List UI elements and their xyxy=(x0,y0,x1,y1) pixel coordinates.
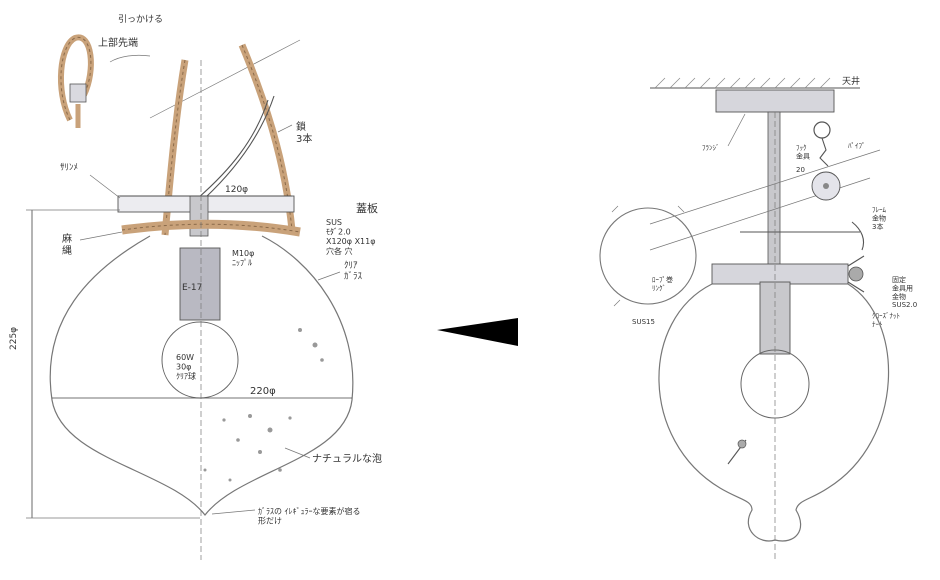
bulb xyxy=(161,321,239,399)
rope-end-loop xyxy=(57,34,94,128)
glass-label: ｸﾘｱｶﾞﾗｽ xyxy=(344,260,363,282)
rope-label: 麻縄 xyxy=(62,232,72,257)
glass-shade xyxy=(49,235,354,516)
ceiling-flange xyxy=(715,89,835,113)
collar-band xyxy=(711,263,849,285)
width-dim: 220φ xyxy=(250,386,276,397)
pipe-label: ﾊﾟｲﾌﾟ xyxy=(848,142,866,150)
cord-dim: 120φ xyxy=(225,185,248,195)
pipe xyxy=(767,111,781,283)
rope-wrap xyxy=(121,219,301,237)
flange-label: ﾌﾗﾝｼﾞ xyxy=(702,144,720,152)
small-clip xyxy=(727,439,747,465)
hook-note: 引っかける xyxy=(118,14,163,25)
fixing-clamp xyxy=(847,255,865,293)
socket-label: E-17 xyxy=(182,283,202,293)
direction-arrow xyxy=(437,318,518,346)
tip-note: ｶﾞﾗｽの ｲﾚｷﾞｭﾗｰな要素が宿る形だけ xyxy=(258,506,361,526)
height-dim: 225φ xyxy=(9,327,19,350)
ceiling-label: 天井 xyxy=(842,75,860,87)
clamp-label: SUS15 xyxy=(632,318,655,326)
ring-dim: 20 xyxy=(796,166,805,174)
socket-e17 xyxy=(179,247,221,321)
rope-ring xyxy=(599,207,697,305)
ring-label: ﾛｰﾌﾟ巻ﾘﾝｸﾞ xyxy=(652,275,673,292)
bubble-note: ナチュラルな泡 xyxy=(312,452,382,465)
sleeve-label: ｻﾘﾝﾒ xyxy=(60,162,78,173)
hook-label: ﾌｯｸ金具 xyxy=(796,144,810,160)
rope-end-note: 上部先端 xyxy=(98,36,138,49)
lid-label: 蓋板 xyxy=(356,201,378,215)
nut-label: ｸﾛｰｽﾞﾅｯﾄﾅｰﾄ xyxy=(872,312,900,328)
glass-bubbles xyxy=(203,328,324,482)
hook-fitting xyxy=(813,121,831,167)
